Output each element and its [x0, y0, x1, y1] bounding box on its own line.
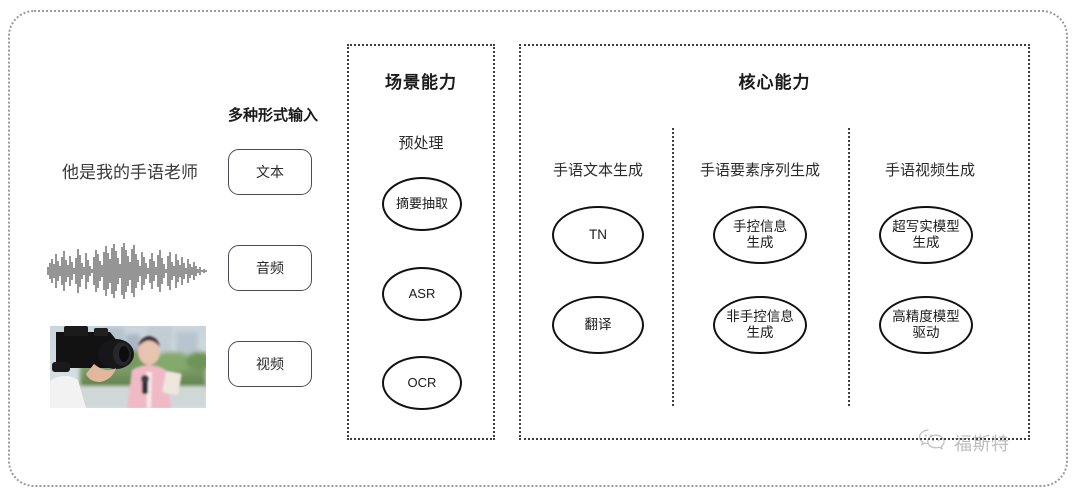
core-column-label-sign-video-generation: 手语视频生成: [884, 162, 975, 179]
core-capability-title: 核心能力: [738, 73, 811, 92]
video-thumbnail-reporter-cameraman: [50, 326, 206, 408]
node-ocr-label: OCR: [407, 375, 437, 391]
input-chip-audio[interactable]: 音频: [228, 245, 312, 291]
node-hyperrealistic-model-generation-label: 超写实模型 生成: [892, 218, 960, 250]
core-capability-box: [519, 44, 1030, 440]
node-summary-extraction[interactable]: 摘要抽取: [382, 177, 462, 231]
scene-group-label-preprocess: 预处理: [398, 135, 444, 152]
node-hyperrealistic-model-generation[interactable]: 超写实模型 生成: [879, 206, 973, 264]
node-translation[interactable]: 翻译: [552, 296, 644, 354]
scene-capability-box: [347, 44, 495, 440]
watermark-text: 福斯特: [954, 433, 1010, 454]
audio-waveform: [44, 240, 210, 302]
input-chip-text[interactable]: 文本: [228, 149, 312, 195]
outer-frame: [8, 10, 1068, 487]
node-high-precision-model-driving-label: 高精度模型 驱动: [892, 308, 960, 340]
input-section-heading: 多种形式输入: [227, 107, 318, 124]
node-tn[interactable]: TN: [552, 206, 644, 264]
input-chip-video[interactable]: 视频: [228, 341, 312, 387]
core-column-divider-2: [848, 128, 850, 406]
node-manual-feature-generation-label: 手控信息 生成: [733, 218, 787, 250]
node-summary-extraction-label: 摘要抽取: [395, 196, 448, 212]
node-ocr[interactable]: OCR: [382, 356, 462, 410]
node-tn-label: TN: [589, 226, 607, 242]
sample-input-text: 他是我的手语老师: [62, 163, 198, 182]
node-non-manual-feature-generation-label: 非手控信息 生成: [726, 308, 794, 340]
node-high-precision-model-driving[interactable]: 高精度模型 驱动: [879, 296, 973, 354]
wechat-icon: [918, 428, 948, 457]
core-column-label-sign-text-generation: 手语文本生成: [552, 162, 643, 179]
node-asr[interactable]: ASR: [382, 267, 462, 321]
watermark: 福斯特: [918, 428, 1010, 457]
input-chip-audio-label: 音频: [256, 260, 284, 276]
node-manual-feature-generation[interactable]: 手控信息 生成: [713, 206, 807, 264]
core-column-divider-1: [672, 128, 674, 406]
core-column-label-sign-element-sequence-generation: 手语要素序列生成: [699, 162, 820, 179]
node-asr-label: ASR: [408, 286, 436, 302]
node-non-manual-feature-generation[interactable]: 非手控信息 生成: [713, 296, 807, 354]
node-translation-label: 翻译: [584, 316, 612, 332]
scene-capability-title: 场景能力: [385, 73, 457, 92]
input-chip-video-label: 视频: [256, 356, 284, 372]
input-chip-text-label: 文本: [256, 164, 284, 180]
